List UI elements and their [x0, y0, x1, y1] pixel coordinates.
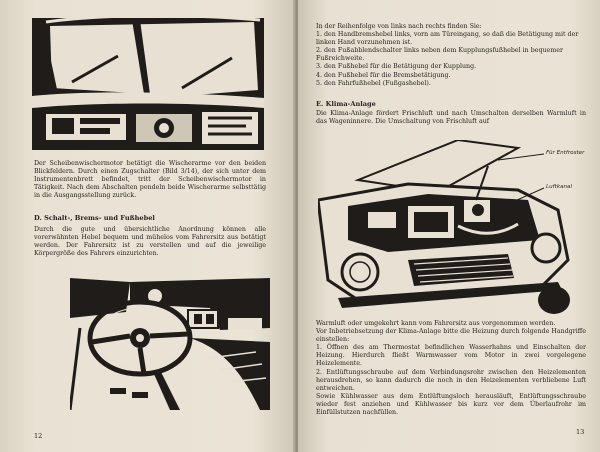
intro-line: In der Reihenfolge von links nach rechts… — [316, 23, 482, 30]
left-page: Der Scheibenwischermotor betätigt die Wi… — [0, 0, 296, 452]
lever-item: 5. den Fahrfußhebel (Fußgashebel). — [316, 79, 431, 87]
wiper-illustration — [32, 18, 264, 150]
lever-item: 4. den Fußhebel für die Bremsbetätigung. — [316, 71, 451, 79]
section-e-text: Die Klima-Anlage fördert Frischluft und … — [316, 110, 586, 126]
operation-intro: Vor Inbetriebsetzung der Klima-Anlage bi… — [316, 328, 586, 344]
section-e-paragraph: Die Klima-Anlage fördert Frischluft und … — [316, 110, 586, 126]
wiper-text: Der Scheibenwischermotor betätigt die Wi… — [34, 160, 266, 200]
section-d-paragraph: Durch die gute und übersichtliche Anordn… — [34, 226, 266, 258]
lever-item: 2. den Fußabblendschalter links neben de… — [316, 47, 563, 63]
book-gutter — [293, 0, 301, 452]
section-d-text: Durch die gute und übersichtliche Anordn… — [34, 226, 266, 258]
operation-step: 2. Entlüftungsschraube auf dem Verbindun… — [316, 368, 586, 392]
after-paragraph: Warmluft oder umgekehrt kann vom Fahrers… — [316, 320, 556, 327]
section-heading-d: D. Schalt-, Brems- und Fußhebel — [34, 214, 155, 222]
label-luftkanal: Luftkanal — [546, 184, 573, 190]
label-entfroster: Für Entfroster — [546, 150, 585, 156]
lever-item: 1. den Handbremshebel links, vorn am Tür… — [316, 31, 579, 47]
wiper-paragraph: Der Scheibenwischermotor betätigt die Wi… — [34, 160, 266, 200]
right-bottom-text: Warmluft oder umgekehrt kann vom Fahrers… — [316, 320, 586, 417]
operation-step: 1. Öffnen des am Thermostat befindlichen… — [316, 344, 586, 368]
right-page: In der Reihenfolge von links nach rechts… — [298, 0, 600, 452]
operation-steps: 1. Öffnen des am Thermostat befindlichen… — [316, 344, 586, 417]
steering-wheel-illustration — [70, 278, 270, 410]
operation-step: Sowie Kühlwasser aus dem Entlüftungsloch… — [316, 392, 586, 417]
climate-system-illustration — [318, 140, 570, 314]
page-number-left: 12 — [34, 432, 43, 440]
page-number-right: 13 — [576, 428, 585, 436]
right-top-text: In der Reihenfolge von links nach rechts… — [316, 23, 586, 88]
section-heading-e: E. Klima-Anlage — [316, 100, 376, 108]
lever-item: 3. den Fußhebel für die Betätigung der K… — [316, 63, 477, 71]
lever-list: 1. den Handbremshebel links, vorn am Tür… — [316, 31, 586, 88]
